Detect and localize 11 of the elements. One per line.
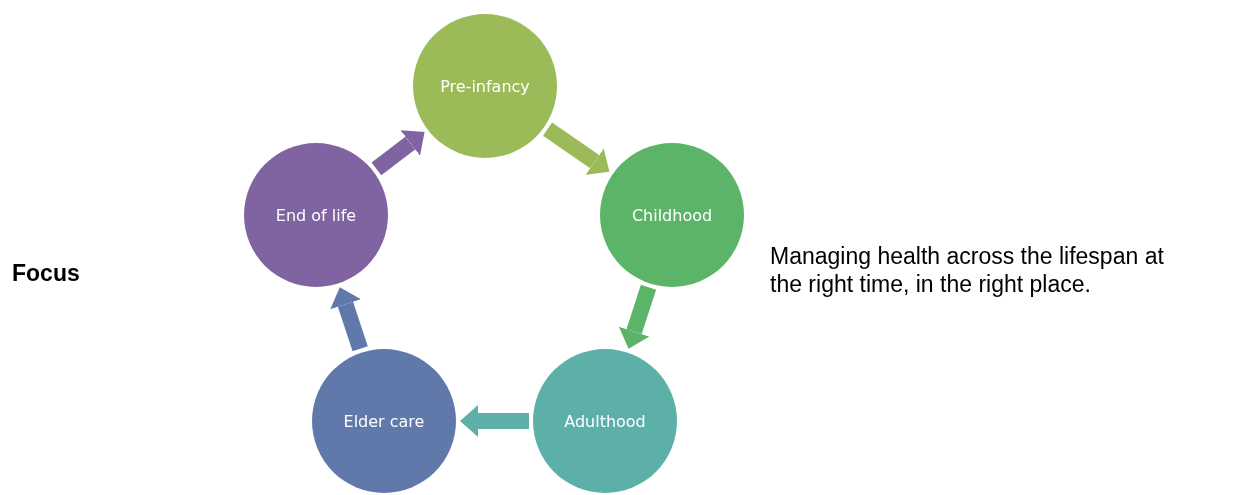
block-arrow <box>543 122 610 175</box>
stage-label: Adulthood <box>563 411 647 431</box>
block-arrow <box>460 405 529 437</box>
heading-label: Focus <box>12 260 80 287</box>
description-text: Managing health across the lifespan at the right time, in the right place. <box>770 243 1165 299</box>
stage-label: Pre-infancy <box>439 76 531 96</box>
block-arrow <box>330 287 368 352</box>
stage-label: Elder care <box>342 411 426 431</box>
block-arrow <box>618 284 657 349</box>
stage-label: End of life <box>274 205 358 225</box>
stage-label: Childhood <box>630 205 714 225</box>
